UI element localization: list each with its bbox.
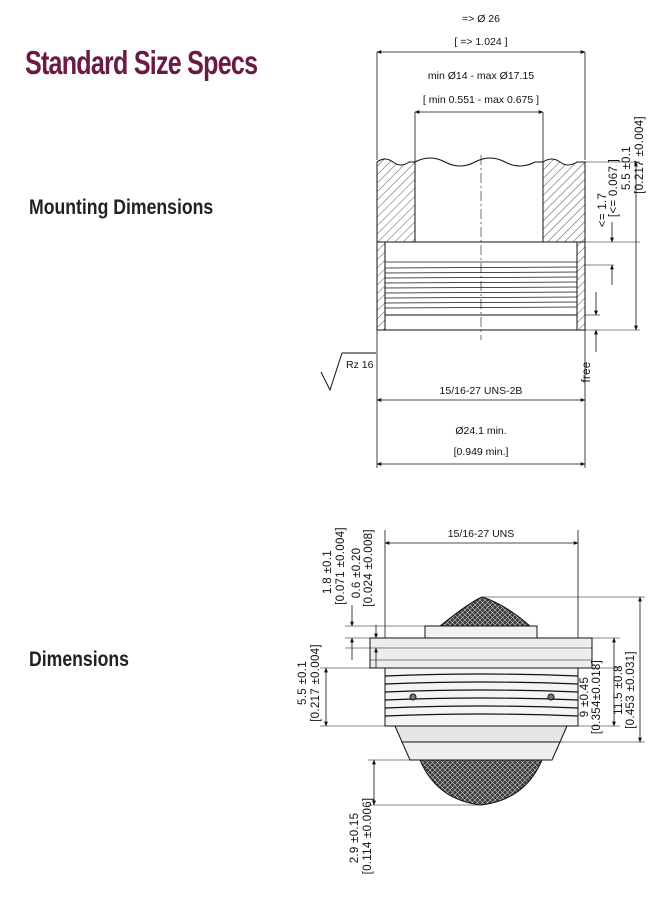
recess-imperial: [<= 0.067 ] <box>608 159 620 217</box>
min-diameter-imperial: [0.949 min.] <box>454 446 509 458</box>
vent-hole-left <box>409 693 417 701</box>
thread-label-2: 15/16-27 UNS <box>448 528 515 540</box>
roughness-symbol <box>320 352 376 392</box>
flange-imperial: [0.024 ±0.008] <box>363 529 375 607</box>
top-metric: 1.8 ±0.1 <box>322 550 334 594</box>
dimensions-drawing <box>320 530 645 806</box>
depth-metric: 5.5 ±0.1 <box>621 146 633 190</box>
lower-taper <box>394 725 568 743</box>
thread-length-metric: 9 ±0.45 <box>579 677 591 717</box>
thread-length-imperial: [0.354±0.018] <box>591 660 603 734</box>
total-metric: 11.5 ±0.8 <box>613 665 625 715</box>
vent-hole-right <box>547 693 555 701</box>
total-imperial: [0.453 ±0.031] <box>625 651 637 729</box>
bottom-imperial: [0.114 ±0.006] <box>362 798 374 875</box>
top-imperial: [0.071 ±0.004] <box>335 527 347 605</box>
bore-imperial: [ min 0.551 - max 0.675 ] <box>423 94 539 106</box>
mounting-drawing <box>320 50 640 468</box>
top-collar <box>424 625 538 639</box>
flange <box>369 637 593 669</box>
min-diameter-metric: Ø24.1 min. <box>455 425 506 437</box>
flange-metric: 0.6 ±0.20 <box>351 548 363 599</box>
thread-label: 15/16-27 UNS-2B <box>440 385 523 397</box>
left-wall-section <box>376 158 416 243</box>
bottom-metric: 2.9 ±0.15 <box>349 813 361 864</box>
dimensions-labels: 15/16-27 UNS 1.8 ±0.1 [0.071 ±0.004] 0.6… <box>297 527 637 874</box>
bottom-mesh-dome <box>419 759 543 806</box>
mounting-labels: => Ø 26 [ => 1.024 ] min Ø14 - max Ø17.1… <box>346 13 646 458</box>
recess-metric: <= 1.7 <box>597 193 609 227</box>
dimensions-heading: Dimensions <box>29 648 129 671</box>
outer-diameter-metric: => Ø 26 <box>462 13 500 25</box>
thread-body <box>384 667 579 727</box>
bore-metric: min Ø14 - max Ø17.15 <box>428 70 534 82</box>
roughness-label: Rz 16 <box>346 359 374 371</box>
body-metric: 5.5 ±0.1 <box>297 661 309 705</box>
page-title: Standard Size Specs <box>25 44 258 81</box>
mounting-dimensions-heading: Mounting Dimensions <box>29 196 214 219</box>
external-thread <box>384 673 579 717</box>
depth-imperial: [0.217 ±0.004] <box>634 116 646 194</box>
outer-diameter-imperial: [ => 1.024 ] <box>454 36 507 48</box>
body-imperial: [0.217 ±0.004] <box>310 644 322 722</box>
right-wall-section <box>542 158 586 243</box>
top-mesh-dome <box>438 596 532 627</box>
free-label: free <box>581 361 593 382</box>
